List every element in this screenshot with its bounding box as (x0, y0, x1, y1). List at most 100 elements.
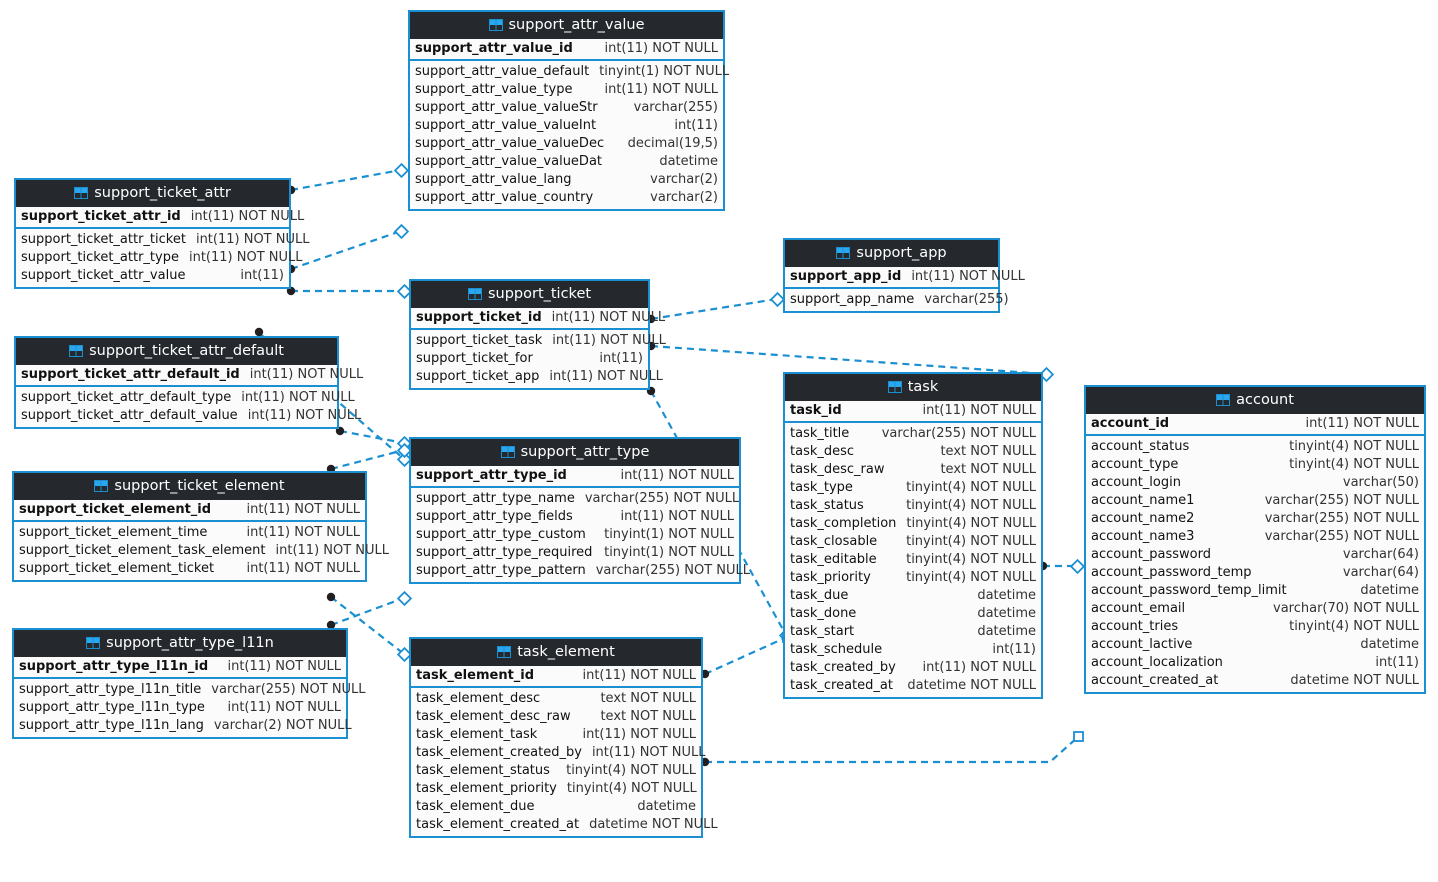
column-type: int(11) NOT NULL (190, 209, 305, 224)
column-type: varchar(255) NOT NULL (584, 491, 740, 506)
column-name: support_ticket_element_id (19, 502, 212, 517)
column-name: task_desc (790, 444, 855, 459)
column-type: int(11) NOT NULL (195, 232, 310, 247)
column-name: account_localization (1091, 655, 1223, 670)
table-icon (488, 19, 503, 31)
column-type: datetime (977, 624, 1036, 639)
column-name: task_element_created_by (416, 745, 582, 760)
diamond (1069, 558, 1086, 575)
column-name: support_attr_type_fields (416, 509, 573, 524)
column-type: int(11) NOT NULL (552, 333, 666, 348)
